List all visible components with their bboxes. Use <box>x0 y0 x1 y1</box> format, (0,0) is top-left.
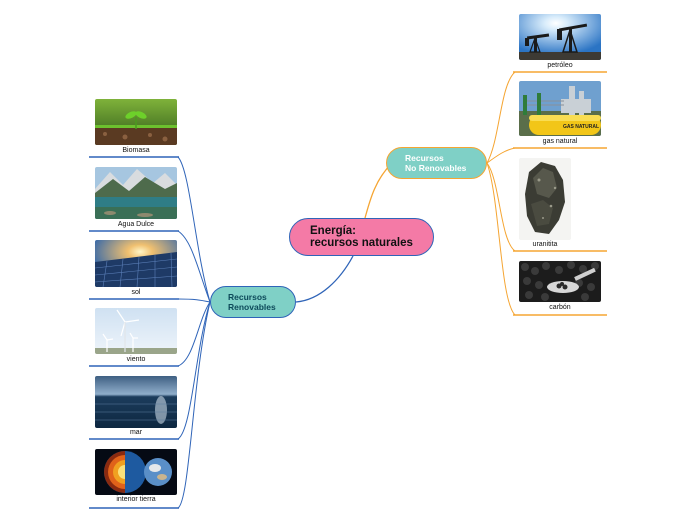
mar-caption: mar <box>95 429 177 436</box>
connector-carbon <box>487 163 515 315</box>
connector-sol <box>178 299 210 302</box>
sol-caption: sol <box>95 289 177 296</box>
biomasa-image[interactable] <box>95 99 177 145</box>
connector-mar <box>178 302 210 439</box>
interior-tierra-image[interactable] <box>95 449 177 495</box>
viento-image[interactable] <box>95 308 177 354</box>
connector-central-renewable <box>296 256 353 302</box>
branch-renewable-label: Recursos Renovables <box>228 292 276 312</box>
gas-natural-image[interactable]: GAS NATURAL <box>519 81 601 136</box>
interior-tierra-caption: interior tierra <box>95 496 177 503</box>
connector-gas-natural <box>487 148 515 163</box>
carbon-image[interactable] <box>519 261 601 302</box>
petroleo-image[interactable] <box>519 14 601 60</box>
gas-tank-label: GAS NATURAL <box>563 124 599 130</box>
central-topic[interactable]: Energía: recursos naturales <box>289 218 434 256</box>
connector-agua-dulce <box>178 231 210 302</box>
viento-caption: viento <box>95 356 177 363</box>
agua-dulce-caption: Agua Dulce <box>95 221 177 228</box>
connector-interior-tierra <box>178 302 210 508</box>
branch-nonrenewable-label: Recursos No Renovables <box>405 153 466 173</box>
branch-nonrenewable[interactable]: Recursos No Renovables <box>386 147 487 179</box>
mar-image[interactable] <box>95 376 177 428</box>
agua-dulce-image[interactable] <box>95 167 177 219</box>
central-topic-label: Energía: recursos naturales <box>310 225 413 249</box>
connector-viento <box>178 302 210 366</box>
carbon-caption: carbón <box>519 304 601 311</box>
uranitita-image[interactable] <box>519 158 571 240</box>
sol-image[interactable] <box>95 240 177 287</box>
connector-biomasa <box>178 157 210 302</box>
petroleo-caption: petróleo <box>519 62 601 69</box>
biomasa-caption: Biomasa <box>95 147 177 154</box>
uranitita-caption: uranitita <box>519 241 571 248</box>
branch-renewable[interactable]: Recursos Renovables <box>210 286 296 318</box>
connector-uranitita <box>487 163 515 251</box>
gas-natural-caption: gas natural <box>519 138 601 145</box>
